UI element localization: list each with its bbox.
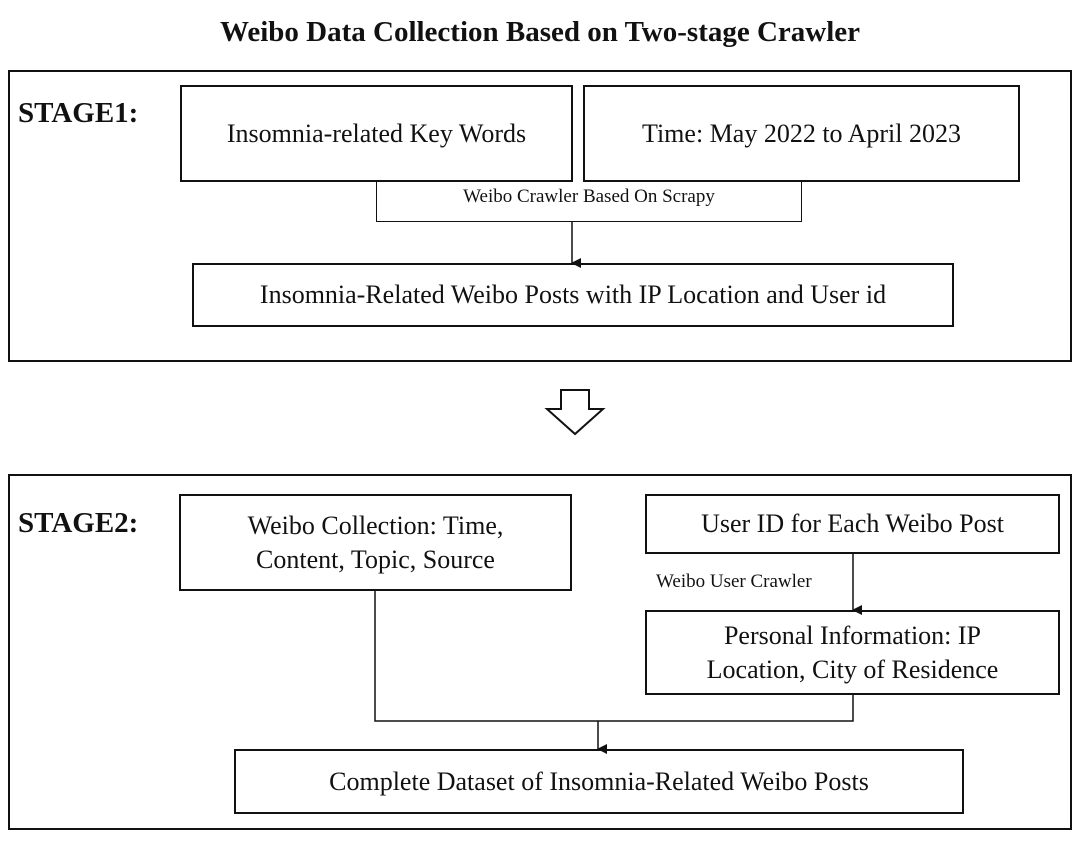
diagram-title: Weibo Data Collection Based on Two-stage… xyxy=(219,16,861,48)
stage1-keywords-box: Insomnia-related Key Words xyxy=(180,85,573,182)
stage2-userid-box: User ID for Each Weibo Post xyxy=(645,494,1060,554)
stage-transition-arrow-icon xyxy=(544,389,606,436)
stage2-label: STAGE2: xyxy=(18,507,139,539)
stage2-user-crawler-label: Weibo User Crawler xyxy=(656,571,812,592)
stage2-collection-box: Weibo Collection: Time, Content, Topic, … xyxy=(179,494,572,591)
stage1-crawler-label: Weibo Crawler Based On Scrapy xyxy=(463,186,715,207)
stage1-label: STAGE1: xyxy=(18,97,139,129)
stage1-crawler-box: Weibo Crawler Based On Scrapy xyxy=(376,180,802,222)
stage1-time-box: Time: May 2022 to April 2023 xyxy=(583,85,1020,182)
stage2-personal-info-box: Personal Information: IP Location, City … xyxy=(645,610,1060,695)
stage2-final-box: Complete Dataset of Insomnia-Related Wei… xyxy=(234,749,964,814)
stage2-merge-lines xyxy=(374,591,854,722)
stage1-output-box: Insomnia-Related Weibo Posts with IP Loc… xyxy=(192,263,954,327)
